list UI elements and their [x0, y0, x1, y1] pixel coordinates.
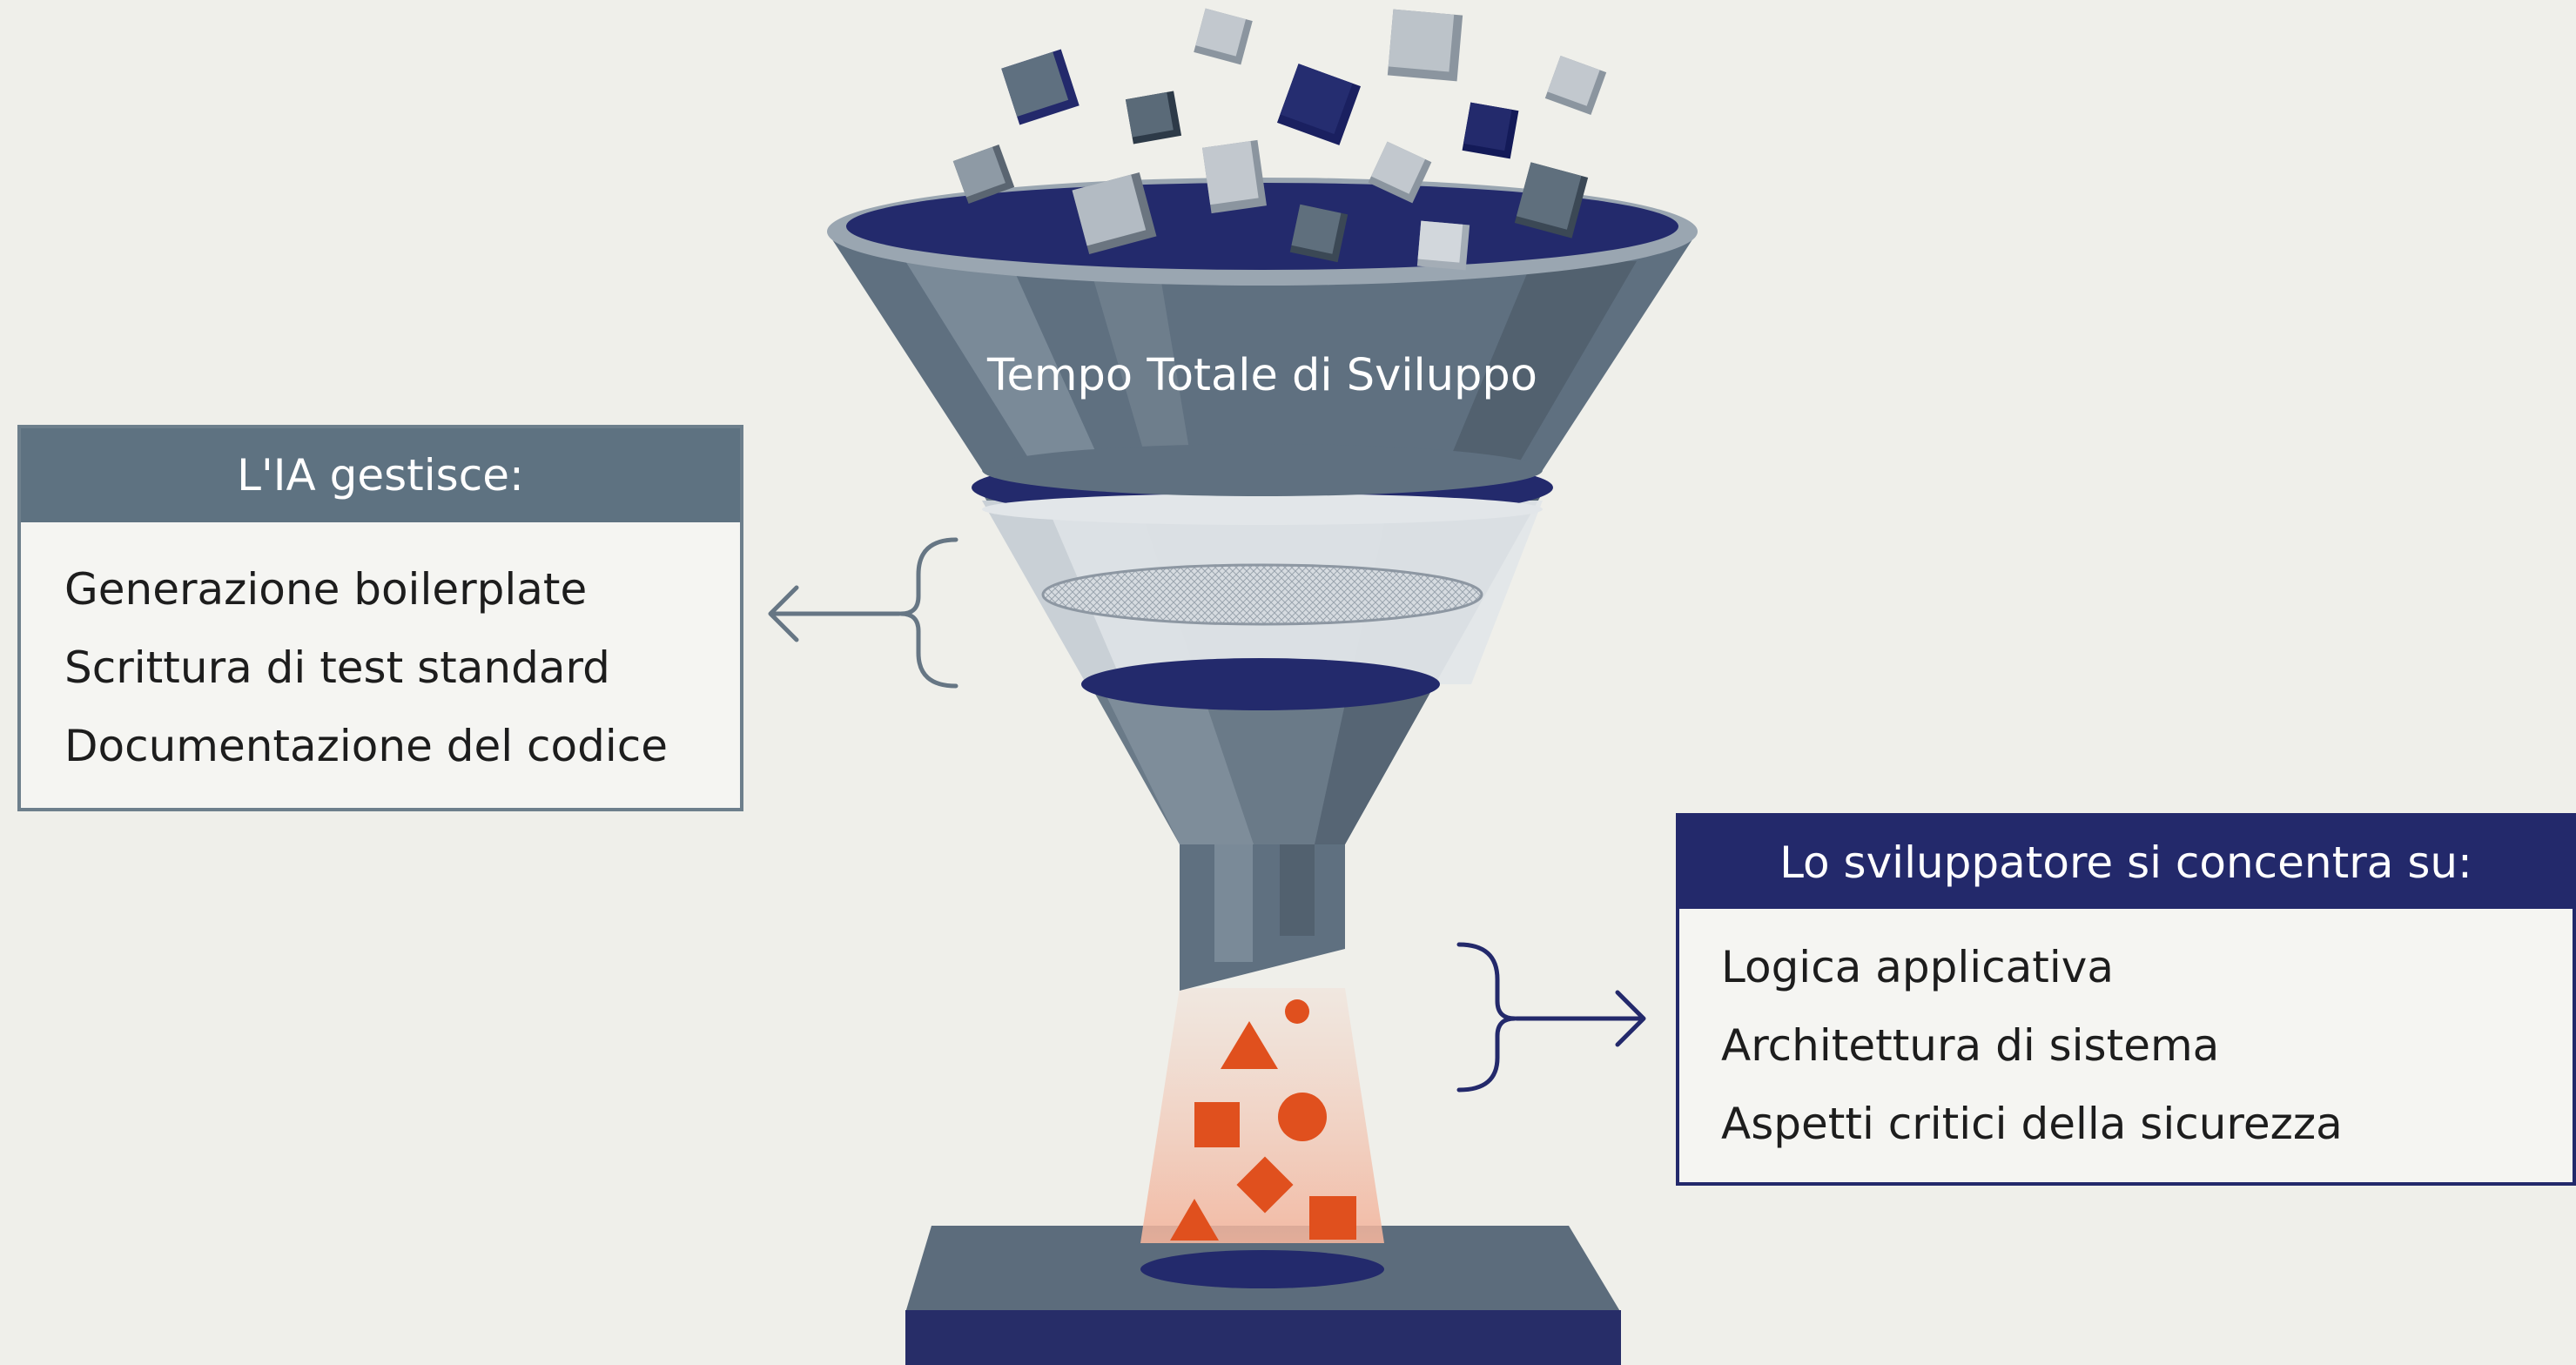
developer-focus-list: Logica applicativa Architettura di siste… [1679, 909, 2573, 1163]
list-item: Generazione boilerplate [64, 564, 588, 615]
list-item: Architettura di sistema [1721, 1020, 2220, 1071]
funnel-label: Tempo Totale di Sviluppo [986, 350, 1537, 401]
output-triangle [1221, 1021, 1278, 1069]
output-circle [1278, 1093, 1327, 1141]
cube [1416, 220, 1470, 271]
output-square [1194, 1102, 1240, 1147]
cube [1001, 49, 1079, 125]
output-square-small [1309, 1196, 1356, 1240]
filter-mesh [1041, 563, 1483, 626]
cube [1072, 171, 1157, 255]
output-circle-small [1285, 999, 1309, 1024]
right-brace-icon [1456, 942, 1517, 1093]
output-glow [1140, 988, 1384, 1243]
ai-task-list: Generazione boilerplate Scrittura di tes… [21, 522, 740, 785]
developer-panel-title: Lo sviluppatore si concentra su: [1679, 817, 2573, 909]
list-item: Logica applicativa [1721, 942, 2114, 992]
developer-focus-panel: Lo sviluppatore si concentra su: Logica … [1676, 813, 2576, 1186]
cube [1276, 64, 1362, 145]
cube [1462, 102, 1519, 159]
output-shapes [1170, 999, 1356, 1241]
cube [1194, 8, 1253, 65]
left-brace-icon [898, 537, 958, 689]
input-cubes [952, 8, 1607, 271]
cube [952, 144, 1015, 205]
cube [1202, 139, 1267, 214]
funnel [827, 178, 1698, 991]
output-triangle-small [1170, 1199, 1219, 1241]
list-item: Aspetti critici della sicurezza [1721, 1099, 2343, 1149]
ai-connector [768, 537, 958, 689]
cube [1289, 204, 1349, 263]
cube [1387, 9, 1463, 82]
ai-panel-title: L'IA gestisce: [21, 428, 740, 522]
cube [1544, 55, 1607, 116]
list-item: Scrittura di test standard [64, 642, 610, 693]
cube [1514, 162, 1589, 239]
developer-connector [1456, 942, 1646, 1093]
base-platform [905, 1226, 1621, 1365]
arrow-right-icon [1514, 990, 1646, 1047]
output-diamond [1236, 1156, 1294, 1214]
ai-tasks-panel: L'IA gestisce: Generazione boilerplate S… [17, 425, 743, 811]
cube [1368, 141, 1432, 204]
list-item: Documentazione del codice [64, 721, 668, 771]
cube [1125, 91, 1182, 145]
arrow-left-icon [768, 585, 902, 642]
